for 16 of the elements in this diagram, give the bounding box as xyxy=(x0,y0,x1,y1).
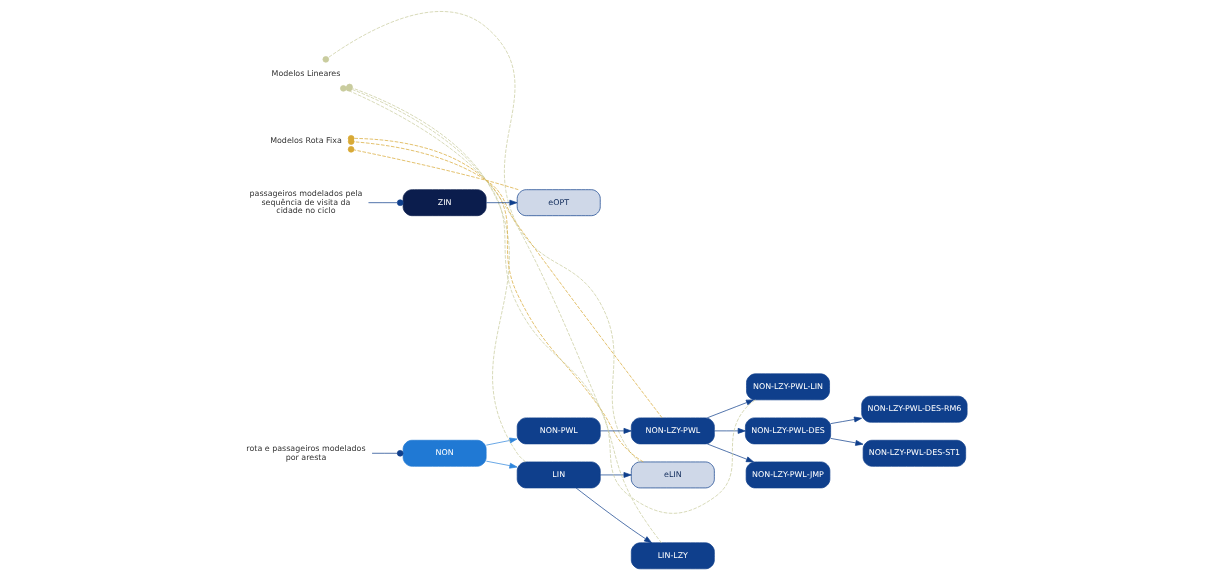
arrow xyxy=(706,399,754,419)
arrow xyxy=(706,443,754,463)
connector xyxy=(347,138,662,419)
arrow xyxy=(713,428,746,434)
connector xyxy=(367,199,403,206)
arrow xyxy=(829,438,863,446)
connector xyxy=(322,11,641,463)
arrow xyxy=(599,472,631,478)
arrow xyxy=(485,460,517,469)
arrow xyxy=(829,416,862,424)
arrow xyxy=(485,437,517,446)
arrow xyxy=(485,199,517,206)
arrow xyxy=(575,487,652,544)
connector xyxy=(371,450,403,457)
arrow xyxy=(599,428,631,434)
connector xyxy=(347,146,519,190)
